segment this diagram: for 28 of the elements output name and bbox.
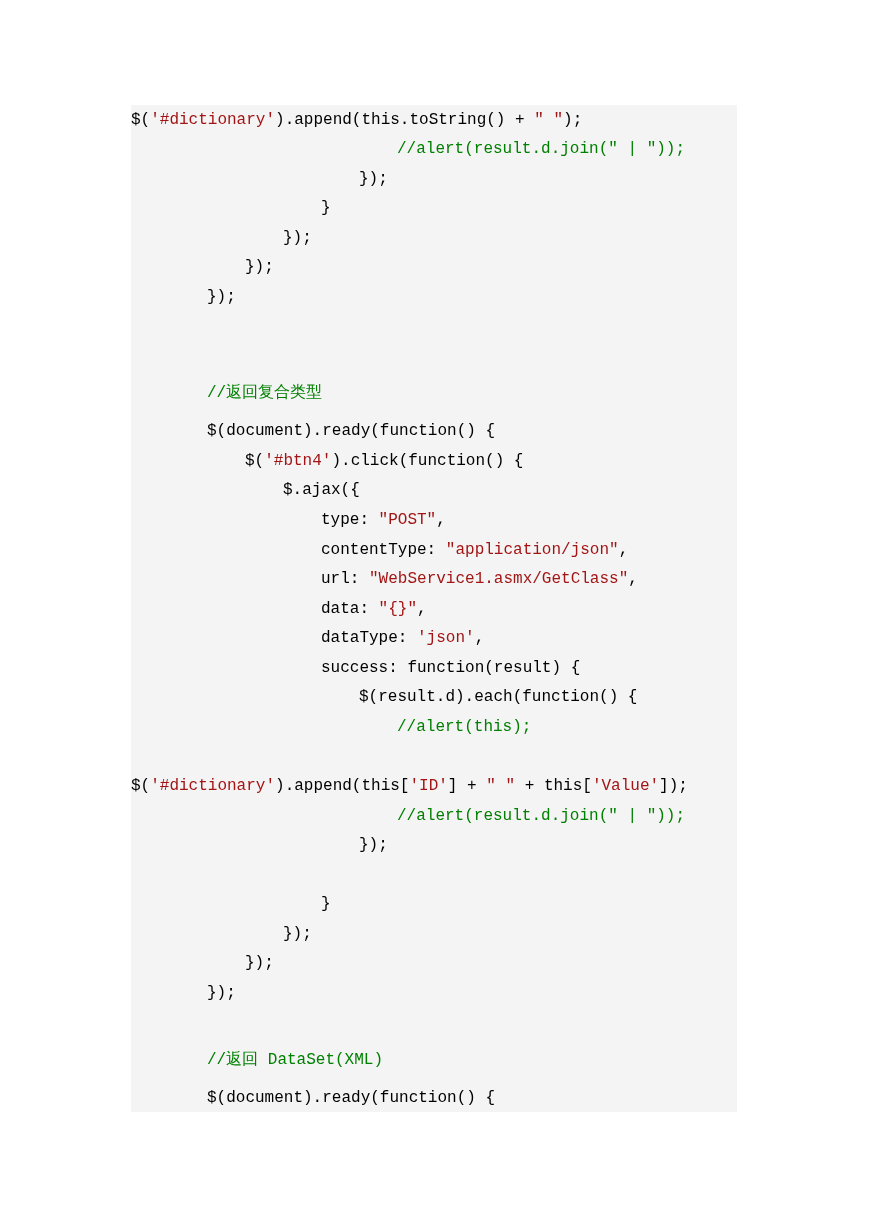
- code-line: });: [283, 228, 312, 249]
- code-line: }: [321, 198, 331, 219]
- code-line: });: [207, 287, 236, 308]
- code-line: $('#dictionary').append(this.toString() + " ");: [131, 110, 583, 131]
- code-line: $.ajax({: [283, 480, 360, 501]
- code-line: });: [207, 983, 236, 1004]
- code-line: dataType: 'json',: [321, 628, 485, 649]
- code-line: data: "{}",: [321, 599, 427, 620]
- code-line: $('#dictionary').append(this['ID'] + " " + this['Value']);: [131, 776, 688, 797]
- code-comment: //alert(this);: [397, 717, 532, 738]
- code-line: url: "WebService1.asmx/GetClass",: [321, 569, 638, 590]
- code-comment: //返回 DataSet(XML): [207, 1050, 384, 1071]
- code-line: }: [321, 894, 331, 915]
- code-line: });: [283, 924, 312, 945]
- code-comment: //alert(result.d.join(" | "));: [397, 139, 686, 160]
- code-line: });: [245, 257, 274, 278]
- code-comment: //返回复合类型: [207, 383, 323, 404]
- code-line: $('#btn4').click(function() {: [245, 451, 524, 472]
- code-line: type: "POST",: [321, 510, 446, 531]
- code-line: contentType: "application/json",: [321, 540, 629, 561]
- code-line: });: [359, 835, 388, 856]
- code-line: });: [359, 169, 388, 190]
- code-comment: //alert(result.d.join(" | "));: [397, 806, 686, 827]
- code-line: $(result.d).each(function() {: [359, 687, 638, 708]
- code-line: $(document).ready(function() {: [207, 421, 496, 442]
- code-line: success: function(result) {: [321, 658, 581, 679]
- code-line: });: [245, 953, 274, 974]
- code-line: $(document).ready(function() {: [207, 1088, 496, 1109]
